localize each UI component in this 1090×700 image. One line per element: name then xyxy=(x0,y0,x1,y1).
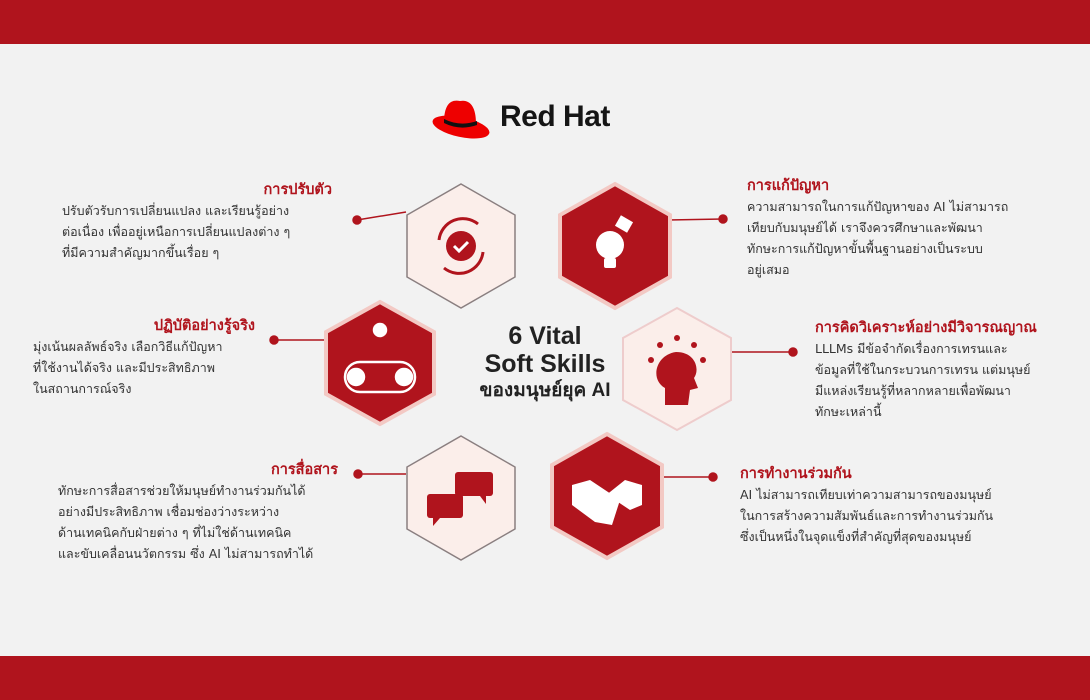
skill-text: ทักษะการสื่อสารช่วยให้มนุษย์ทำงานร่วมกัน… xyxy=(58,483,306,498)
skill-title: ปฏิบัติอย่างรู้จริง xyxy=(153,318,255,334)
title-line-2: Soft Skills xyxy=(484,350,606,378)
skill-critical-thinking: การคิดวิเคราะห์อย่างมีวิจารณญาณ LLLMs มี… xyxy=(815,318,1080,422)
hexagon-problem-solving xyxy=(558,181,672,311)
chat-bubbles-icon xyxy=(427,472,493,526)
skill-practical: ปฏิบัติอย่างรู้จริง มุ่งเน้นผลลัพธ์จริง … xyxy=(33,316,255,399)
skill-title: การแก้ปัญหา xyxy=(747,178,830,194)
hexagon-critical-thinking xyxy=(622,306,732,432)
skill-text: ต่อเนื่อง เพื่ออยู่เหนือการเปลี่ยนแปลงต่… xyxy=(62,224,291,239)
lightbulb-puzzle-icon xyxy=(596,215,634,268)
skill-title: การสื่อสาร xyxy=(270,462,338,478)
adapt-cycle-check-icon xyxy=(437,217,485,275)
skill-text: เทียบกับมนุษย์ได้ เราจึงควรศึกษาและพัฒนา xyxy=(747,220,983,235)
skill-text: อยู่เสมอ xyxy=(747,262,790,277)
skill-text: และขับเคลื่อนนวัตกรรม ซึ่ง AI ไม่สามารถท… xyxy=(58,546,314,561)
center-title: 6 Vital Soft Skills ของมนุษย์ยุค AI xyxy=(450,322,640,404)
connector-dot xyxy=(352,215,362,225)
skill-teamwork: การทำงานร่วมกัน AI ไม่สามารถเทียบเท่าควา… xyxy=(740,464,1040,547)
skill-title: การคิดวิเคราะห์อย่างมีวิจารณญาณ xyxy=(815,320,1037,336)
connector-dot xyxy=(718,214,728,224)
skill-text: อย่างมีประสิทธิภาพ เชื่อมช่องว่างระหว่าง xyxy=(58,504,280,519)
skill-text: ข้อมูลที่ใช้ในกระบวนการเทรน แต่มนุษย์ xyxy=(815,362,1031,377)
skill-problem-solving: การแก้ปัญหา ความสามารถในการแก้ปัญหาของ A… xyxy=(747,176,1047,280)
skill-text: ที่ใช้งานได้จริง และมีประสิทธิภาพ xyxy=(33,360,216,375)
skill-text: ปรับตัวรับการเปลี่ยนแปลง และเรียนรู้อย่า… xyxy=(62,203,290,218)
hexagon-communication xyxy=(406,435,516,561)
brand-name: Red Hat xyxy=(500,100,610,133)
skill-text: ในสถานการณ์จริง xyxy=(33,381,132,396)
title-line-1: 6 Vital xyxy=(508,322,582,350)
connector-dot xyxy=(788,347,798,357)
bottom-banner xyxy=(0,656,1090,700)
skill-title: การทำงานร่วมกัน xyxy=(740,466,852,482)
hexagon-practical xyxy=(324,299,436,427)
skill-adapt: การปรับตัว ปรับตัวรับการเปลี่ยนแปลง และเ… xyxy=(62,180,332,263)
red-hat-fedora-icon xyxy=(432,100,490,139)
red-hat-logo: Red Hat xyxy=(430,95,610,139)
skill-text: ที่มีความสำคัญมากขึ้นเรื่อย ๆ xyxy=(62,245,220,260)
skill-text: ในการสร้างความสัมพันธ์และการทำงานร่วมกัน xyxy=(740,508,994,523)
handshake-icon xyxy=(572,480,642,525)
skill-text: AI ไม่สามารถเทียบเท่าความสามารถของมนุษย์ xyxy=(740,487,992,502)
skill-title: การปรับตัว xyxy=(263,182,332,198)
practical-gear-heart-icon xyxy=(343,322,417,394)
skill-text: มีแหล่งเรียนรู้ที่หลากหลายเพื่อพัฒนา xyxy=(815,383,1011,398)
skill-text: LLLMs มีข้อจำกัดเรื่องการเทรนและ xyxy=(815,341,1008,356)
connector-dot xyxy=(708,472,718,482)
skill-communication: การสื่อสาร ทักษะการสื่อสารช่วยให้มนุษย์ท… xyxy=(58,460,338,564)
head-gears-icon xyxy=(648,335,706,405)
hexagon-adapt xyxy=(406,183,516,309)
skill-text: มุ่งเน้นผลลัพธ์จริง เลือกวิธีแก้ปัญหา xyxy=(33,339,223,354)
skill-text: ด้านเทคนิคกับฝ่ายต่าง ๆ ที่ไม่ใช่ด้านเทค… xyxy=(58,525,292,540)
skill-text: ทักษะเหล่านี้ xyxy=(815,404,882,419)
skill-text: ทักษะการแก้ปัญหาขั้นพื้นฐานอย่างเป็นระบบ xyxy=(747,241,983,256)
title-line-3: ของมนุษย์ยุค AI xyxy=(479,380,611,401)
skill-text: ความสามารถในการแก้ปัญหาของ AI ไม่สามารถ xyxy=(747,199,1009,214)
skill-text: ซึ่งเป็นหนึ่งในจุดแข็งที่สำคัญที่สุดของม… xyxy=(740,529,972,544)
hexagon-teamwork xyxy=(550,431,664,561)
top-banner xyxy=(0,0,1090,44)
connector-dot xyxy=(353,469,363,479)
connector-dot xyxy=(269,335,279,345)
